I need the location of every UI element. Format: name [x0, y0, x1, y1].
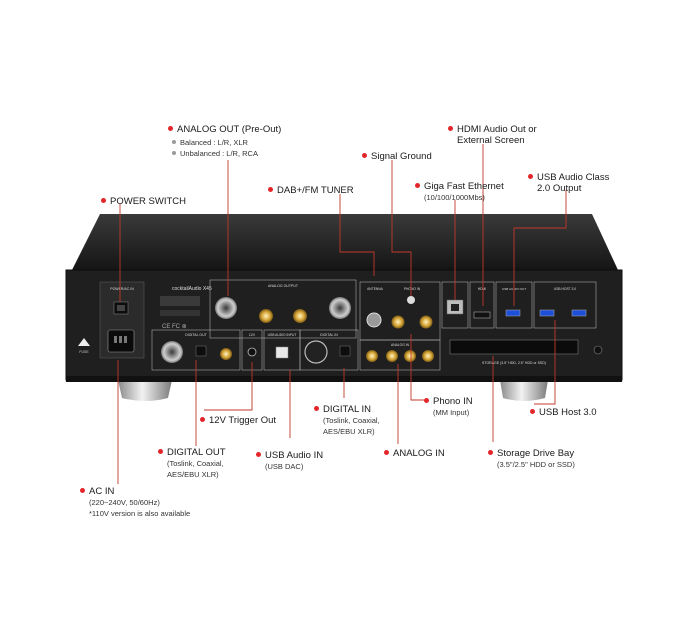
usb-b-port[interactable] — [275, 346, 289, 359]
phono-in-right[interactable] — [419, 315, 433, 329]
chassis-top — [72, 214, 618, 270]
analog-in-1[interactable] — [366, 350, 378, 362]
antenna-connector[interactable] — [366, 312, 382, 328]
brand-area: cocktailAudio X45 CE FC ⊕ — [160, 286, 212, 330]
xlr-out-left[interactable] — [215, 297, 237, 319]
usb-host-port-1[interactable] — [539, 309, 555, 317]
label-digital-in: DIGITAL IN (Toslink, Coaxial, AES/EBU XL… — [314, 404, 380, 437]
usb-host-port-2[interactable] — [571, 309, 587, 317]
storage-bay: STORAGE (3.5" HDD, 2.5" HDD or SSD) — [449, 339, 603, 365]
label-analog-out: ANALOG OUT (Pre-Out) Balanced : L/R, XLR… — [168, 124, 281, 159]
aes-out[interactable] — [161, 341, 183, 363]
rca-out-right[interactable] — [293, 309, 307, 323]
label-usb-host: USB Host 3.0 — [530, 407, 597, 418]
label-phono-in: Phono IN (MM Input) — [424, 396, 473, 418]
label-power-switch: POWER SWITCH — [101, 196, 186, 207]
power-section: POWER/AC IN FUSE — [78, 281, 145, 359]
power-ac-text: POWER/AC IN — [110, 287, 134, 291]
svg-text:STORAGE (3.5" HDD, 2.5" HDD or: STORAGE (3.5" HDD, 2.5" HDD or SSD) — [482, 361, 546, 365]
device-feet — [118, 380, 548, 401]
analog-in-4[interactable] — [422, 350, 434, 362]
digital-in-section: DIGITAL IN — [299, 329, 359, 371]
tuner-phono-analog-section: ANTENNA PHONO IN ANALOG IN — [359, 281, 441, 371]
svg-text:FUSE: FUSE — [79, 350, 89, 354]
analog-in-2[interactable] — [386, 350, 398, 362]
svg-text:ANALOG IN: ANALOG IN — [391, 343, 410, 347]
svg-text:ANALOG OUTPUT: ANALOG OUTPUT — [268, 284, 299, 288]
svg-text:12V: 12V — [249, 333, 256, 337]
svg-text:PHONO IN: PHONO IN — [404, 287, 421, 291]
aes-in[interactable] — [304, 340, 328, 364]
analog-in-3[interactable] — [404, 350, 416, 362]
callout-lines — [117, 144, 567, 484]
label-hdmi: HDMI Audio Out or External Screen — [448, 124, 537, 146]
svg-text:HDMI: HDMI — [478, 287, 487, 291]
label-usb-audio-in: USB Audio IN (USB DAC) — [256, 450, 323, 472]
label-trigger: 12V Trigger Out — [200, 415, 276, 426]
svg-text:DIGITAL IN: DIGITAL IN — [320, 333, 338, 337]
label-digital-out: DIGITAL OUT (Toslink, Coaxial, AES/EBU X… — [158, 447, 226, 480]
label-usb-audio-class: USB Audio Class 2.0 Output — [528, 172, 609, 194]
hdmi-port[interactable] — [473, 311, 491, 319]
coax-out[interactable] — [220, 348, 232, 360]
xlr-out-right[interactable] — [329, 297, 351, 319]
phono-in-left[interactable] — [391, 315, 405, 329]
svg-text:USB AUDIO INPUT: USB AUDIO INPUT — [268, 333, 297, 337]
label-dab-fm: DAB+/FM TUNER — [268, 185, 354, 196]
trigger-out[interactable] — [247, 347, 257, 357]
label-storage: Storage Drive Bay (3.5"/2.5" HDD or SSD) — [488, 448, 575, 470]
label-signal-ground: Signal Ground — [362, 151, 432, 162]
svg-text:USB HOST 3.0: USB HOST 3.0 — [554, 287, 576, 291]
svg-text:ANTENNA: ANTENNA — [367, 287, 384, 291]
usb-audio-out-port[interactable] — [505, 309, 521, 317]
storage-drive-slot[interactable] — [449, 339, 579, 355]
rca-out-left[interactable] — [259, 309, 273, 323]
toslink-in[interactable] — [339, 345, 351, 357]
svg-text:CE FC ⊕: CE FC ⊕ — [162, 324, 187, 330]
signal-ground-post[interactable] — [407, 296, 415, 304]
label-ethernet: Giga Fast Ethernet (10/100/1000Mbs) — [415, 181, 504, 203]
label-ac-in: AC IN (220~240V, 50/60Hz) *110V version … — [80, 486, 190, 519]
trigger-section: 12V — [241, 329, 263, 371]
rear-panel — [65, 269, 623, 381]
label-analog-in: ANALOG IN — [384, 448, 445, 459]
svg-text:DIGITAL OUT: DIGITAL OUT — [185, 333, 207, 337]
brand-text: cocktailAudio X45 — [172, 286, 212, 292]
analog-output-section: ANALOG OUTPUT — [209, 279, 357, 339]
toslink-out[interactable] — [195, 345, 207, 357]
